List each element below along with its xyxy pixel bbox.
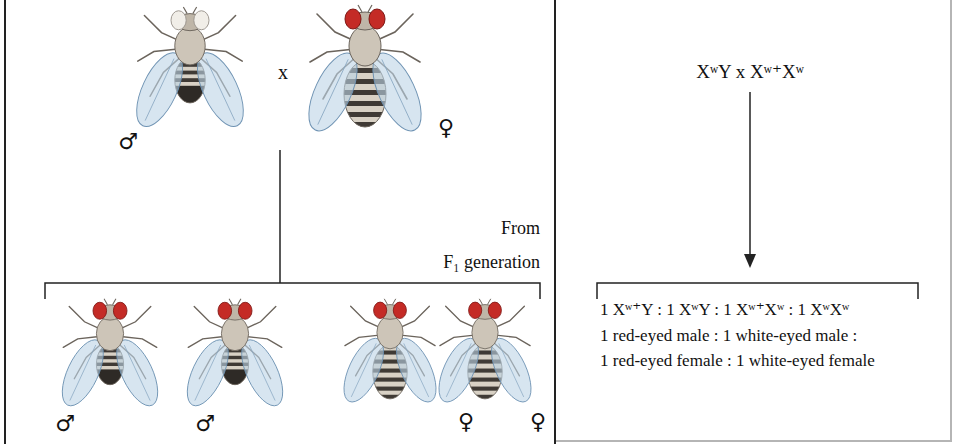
fly-antenna [392,299,395,305]
sex-symbol: ♂ [55,411,75,436]
fly-antenna [358,5,362,12]
abdomen-stripe [460,387,509,391]
fly-antenna [238,299,241,305]
wing-vein [446,343,471,397]
red-eye [218,302,232,319]
abdomen-stripe [335,112,395,117]
wing-vein [382,59,412,124]
red-eye [374,302,387,318]
fly-antenna [384,299,387,305]
offspring-bracket [45,283,540,299]
red-eye [488,302,501,318]
fly-thorax [377,316,403,349]
male-fly [54,299,166,412]
panel-divider [4,0,6,444]
fly-antenna [193,7,197,14]
red-eye [469,302,482,318]
abdomen-stripe [365,395,414,399]
female-fly [431,299,539,408]
wing-vein [70,345,96,400]
female-fly [336,299,444,408]
red-eye [345,9,361,29]
fly-antenna [104,299,107,305]
wing-vein [124,345,150,400]
genotype-ratio: 1 Xʷ⁺Y : 1 XʷY : 1 Xʷ⁺Xʷ : 1 XʷXʷ [600,300,849,320]
sex-symbol: ♂ [118,129,138,154]
arrow-head [744,254,756,268]
wing-vein [351,343,376,397]
white-eye [171,11,186,30]
fly-thorax [349,26,381,66]
sex-symbol: ♀ [458,409,474,434]
note-text: From [501,218,540,239]
fly-antenna [487,299,490,305]
white-eye [194,11,209,30]
fly-antenna [479,299,482,305]
fly-antenna [368,5,372,12]
red-eye [93,302,107,319]
panel-divider [554,0,556,444]
red-eye [238,302,252,319]
female-fly [299,5,431,138]
cross-genotype: XʷY x Xʷ⁺Xʷ [696,61,804,83]
fly-antenna [113,299,116,305]
abdomen-stripe [335,122,395,127]
wing-vein [499,343,524,397]
phenotype-ratio: 1 red-eyed female : 1 white-eyed female [600,351,875,371]
note-text: F₁ generation [443,252,540,273]
fly-thorax [175,27,205,65]
abdomen-stripe [460,395,509,399]
cross-arrow [749,92,751,256]
fly-thorax [472,316,498,349]
wing-vein [249,345,275,400]
wing-vein [195,345,221,400]
red-eye [113,302,127,319]
panel-border [950,0,952,441]
wing-vein [206,59,235,121]
cross-stem [279,150,281,283]
sex-symbol: ♀ [530,409,546,434]
result-bracket [597,283,918,299]
phenotype-ratio: 1 red-eyed male : 1 white-eyed male : [600,326,857,346]
panel-border [556,440,952,442]
wing-vein [404,343,429,397]
abdomen-stripe [365,387,414,391]
fly-antenna [183,7,187,14]
male-fly [179,299,291,412]
sex-symbol: ♀ [438,115,454,140]
sex-symbol: ♂ [195,411,215,436]
red-eye [369,9,385,29]
wing-vein [145,59,174,121]
fly-group [54,5,539,412]
fly-thorax [221,317,248,351]
fly-antenna [229,299,232,305]
wing-vein [318,59,348,124]
red-eye [393,302,406,318]
fly-thorax [96,317,123,351]
male-fly [127,7,253,133]
cross-sign: x [278,61,288,84]
